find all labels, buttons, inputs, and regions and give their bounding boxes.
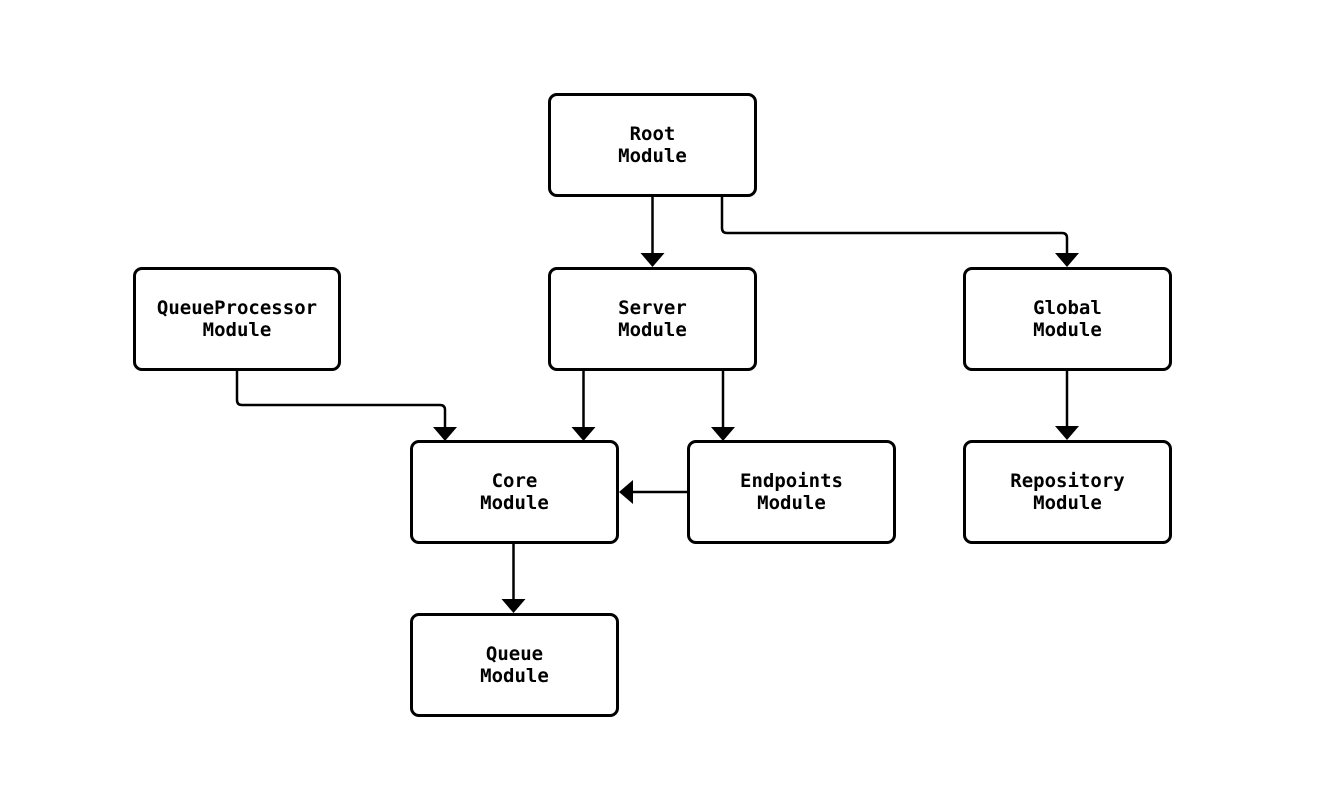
node-queueprocessor-module: QueueProcessor Module (133, 267, 341, 371)
node-sublabel: Module (757, 492, 826, 514)
edge-core-to-queue (501, 544, 526, 613)
node-label: Repository (1010, 470, 1125, 492)
node-repository-module: Repository Module (963, 440, 1172, 544)
edge-global-to-repository (1055, 371, 1079, 440)
edge-endpoints-to-core (619, 480, 687, 504)
node-endpoints-module: Endpoints Module (687, 440, 896, 544)
node-sublabel: Module (480, 665, 549, 687)
node-label: Server (618, 297, 687, 319)
node-sublabel: Module (202, 319, 272, 341)
node-label: QueueProcessor (156, 297, 318, 319)
node-server-module: Server Module (548, 267, 757, 371)
node-label: Root (629, 123, 676, 145)
edge-server-to-core (571, 371, 596, 441)
node-sublabel: Module (1033, 319, 1102, 341)
edge-server-to-endpoints (711, 371, 735, 441)
node-global-module: Global Module (963, 267, 1172, 371)
node-sublabel: Module (480, 492, 549, 514)
node-label: Core (491, 470, 538, 492)
node-label: Queue (485, 643, 544, 665)
node-label: Endpoints (740, 470, 843, 492)
node-sublabel: Module (618, 145, 687, 167)
edge-root-to-global (720, 197, 1079, 267)
node-root-module: Root Module (548, 93, 757, 197)
edge-queueprocessor-to-core (235, 371, 457, 441)
node-core-module: Core Module (410, 440, 619, 544)
node-sublabel: Module (618, 319, 687, 341)
edge-root-to-server (640, 197, 665, 267)
node-label: Global (1033, 297, 1102, 319)
node-queue-module: Queue Module (410, 613, 619, 717)
node-sublabel: Module (1033, 492, 1102, 514)
